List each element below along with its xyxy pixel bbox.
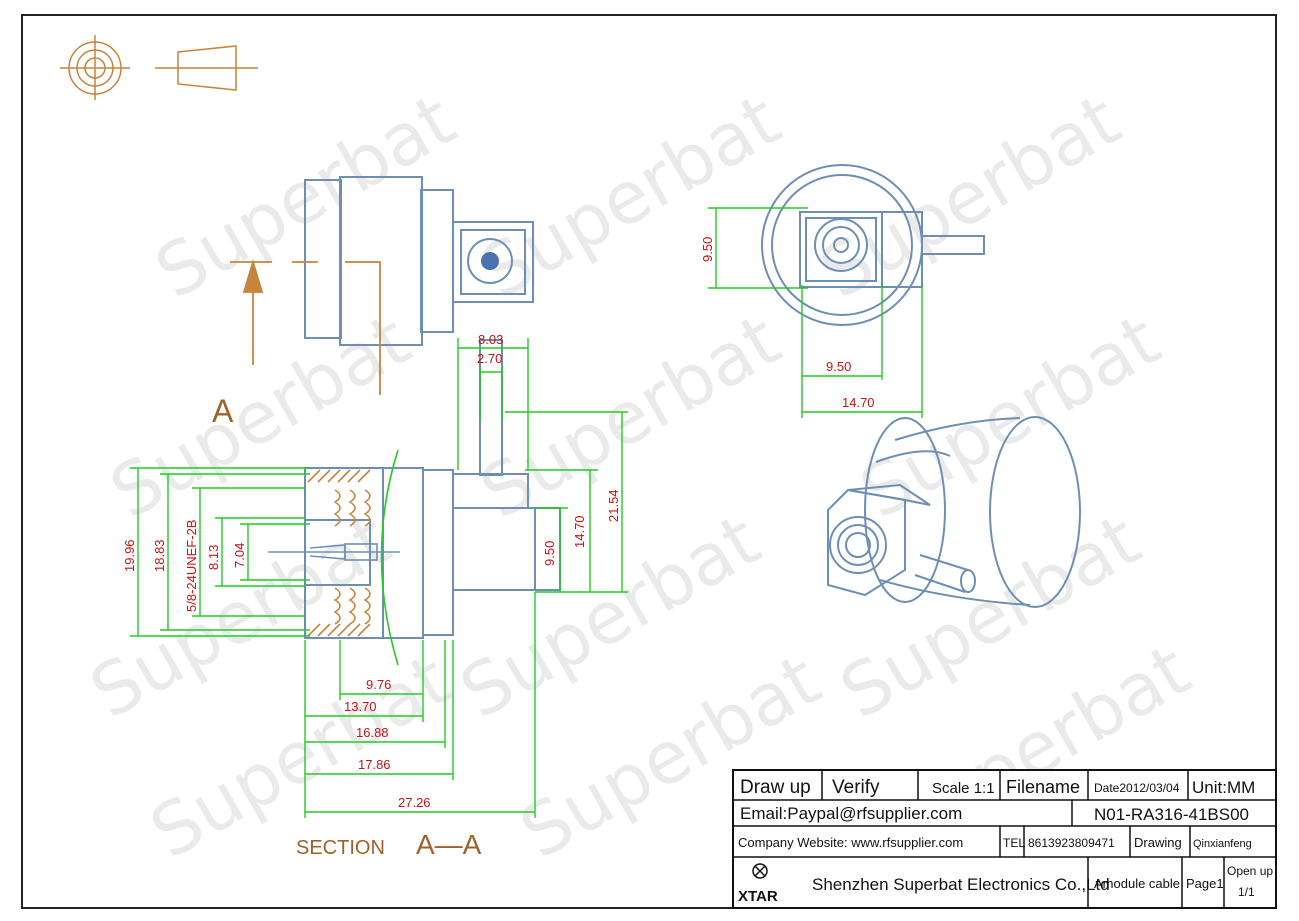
- watermark-5: Superbat: [467, 297, 794, 534]
- watermarks: Superbat Superbat Superbat Superbat Supe…: [77, 77, 1204, 874]
- tb-open-up: Open up: [1227, 864, 1273, 878]
- projection-symbol: [60, 35, 258, 100]
- section-ref: A—A: [416, 829, 482, 860]
- dim-1996: 19.96: [122, 539, 137, 572]
- tb-drawing-label: Drawing: [1134, 835, 1182, 850]
- dim-2154: 21.54: [606, 489, 621, 522]
- dim-top-w2: 14.70: [842, 395, 875, 410]
- watermark-3: Superbat: [807, 77, 1134, 314]
- tb-email: Email:Paypal@rfsupplier.com: [740, 804, 962, 823]
- section-marker: [230, 258, 381, 395]
- tb-part-no: N01-RA316-41BS00: [1094, 805, 1249, 824]
- tb-drawer: Qinxianfeng: [1193, 838, 1252, 850]
- tb-date: Date2012/03/04: [1094, 781, 1180, 795]
- dim-813: 8.13: [206, 545, 221, 570]
- title-block: Draw up Verify Scale 1:1 Filename Date20…: [732, 769, 1277, 909]
- dimension-texts: 9.50 9.50 14.70 8.03 2.70 21.54 14.70 9.…: [122, 237, 875, 810]
- break-line: [380, 449, 399, 666]
- tb-product: Amodule cable: [1094, 876, 1180, 891]
- section-label: SECTION: [296, 837, 385, 859]
- tb-tel: 8613923809471: [1028, 836, 1115, 850]
- tb-open-up-val: 1/1: [1238, 885, 1255, 899]
- dim-2726: 27.26: [398, 795, 431, 810]
- watermark-2: Superbat: [467, 77, 794, 314]
- dim-top-w1: 9.50: [826, 359, 851, 374]
- dim-1470: 14.70: [572, 515, 587, 548]
- sheet-border: [21, 14, 1277, 909]
- dim-950: 9.50: [542, 541, 557, 566]
- tb-draw-up: Draw up: [740, 777, 811, 798]
- dim-704: 7.04: [232, 543, 247, 568]
- dim-1786: 17.86: [358, 757, 391, 772]
- tb-website: Company Website: www.rfsupplier.com: [738, 835, 963, 850]
- section-hatching: [307, 469, 371, 637]
- tb-page: Page1: [1186, 876, 1224, 891]
- tb-tel-label: TEL: [1003, 836, 1025, 850]
- tb-logo: XTAR: [738, 888, 778, 905]
- dim-1688: 16.88: [356, 725, 389, 740]
- tb-verify: Verify: [832, 777, 880, 798]
- section-view: [304, 339, 561, 639]
- tb-scale: Scale 1:1: [932, 780, 995, 797]
- tb-unit: Unit:MM: [1192, 778, 1255, 797]
- view-letter-a: A: [212, 393, 234, 429]
- dimension-lines: [130, 207, 923, 818]
- dim-1370: 13.70: [344, 699, 377, 714]
- isometric-view: [827, 416, 1081, 608]
- tb-company: Shenzhen Superbat Electronics Co.,Ltd: [812, 875, 1110, 894]
- dim-803: 8.03: [478, 332, 503, 347]
- dim-top-h: 9.50: [700, 237, 715, 262]
- side-view: [304, 176, 534, 346]
- dim-1883: 18.83: [152, 539, 167, 572]
- dim-270: 2.70: [477, 351, 502, 366]
- watermark-4: Superbat: [97, 297, 424, 534]
- tb-filename: Filename: [1006, 777, 1080, 797]
- dim-thread: 5/8-24UNEF-2B: [184, 520, 199, 612]
- xtar-logo-icon: [752, 863, 768, 879]
- top-view: [761, 164, 985, 326]
- dim-976: 9.76: [366, 677, 391, 692]
- center-pin: [268, 543, 400, 561]
